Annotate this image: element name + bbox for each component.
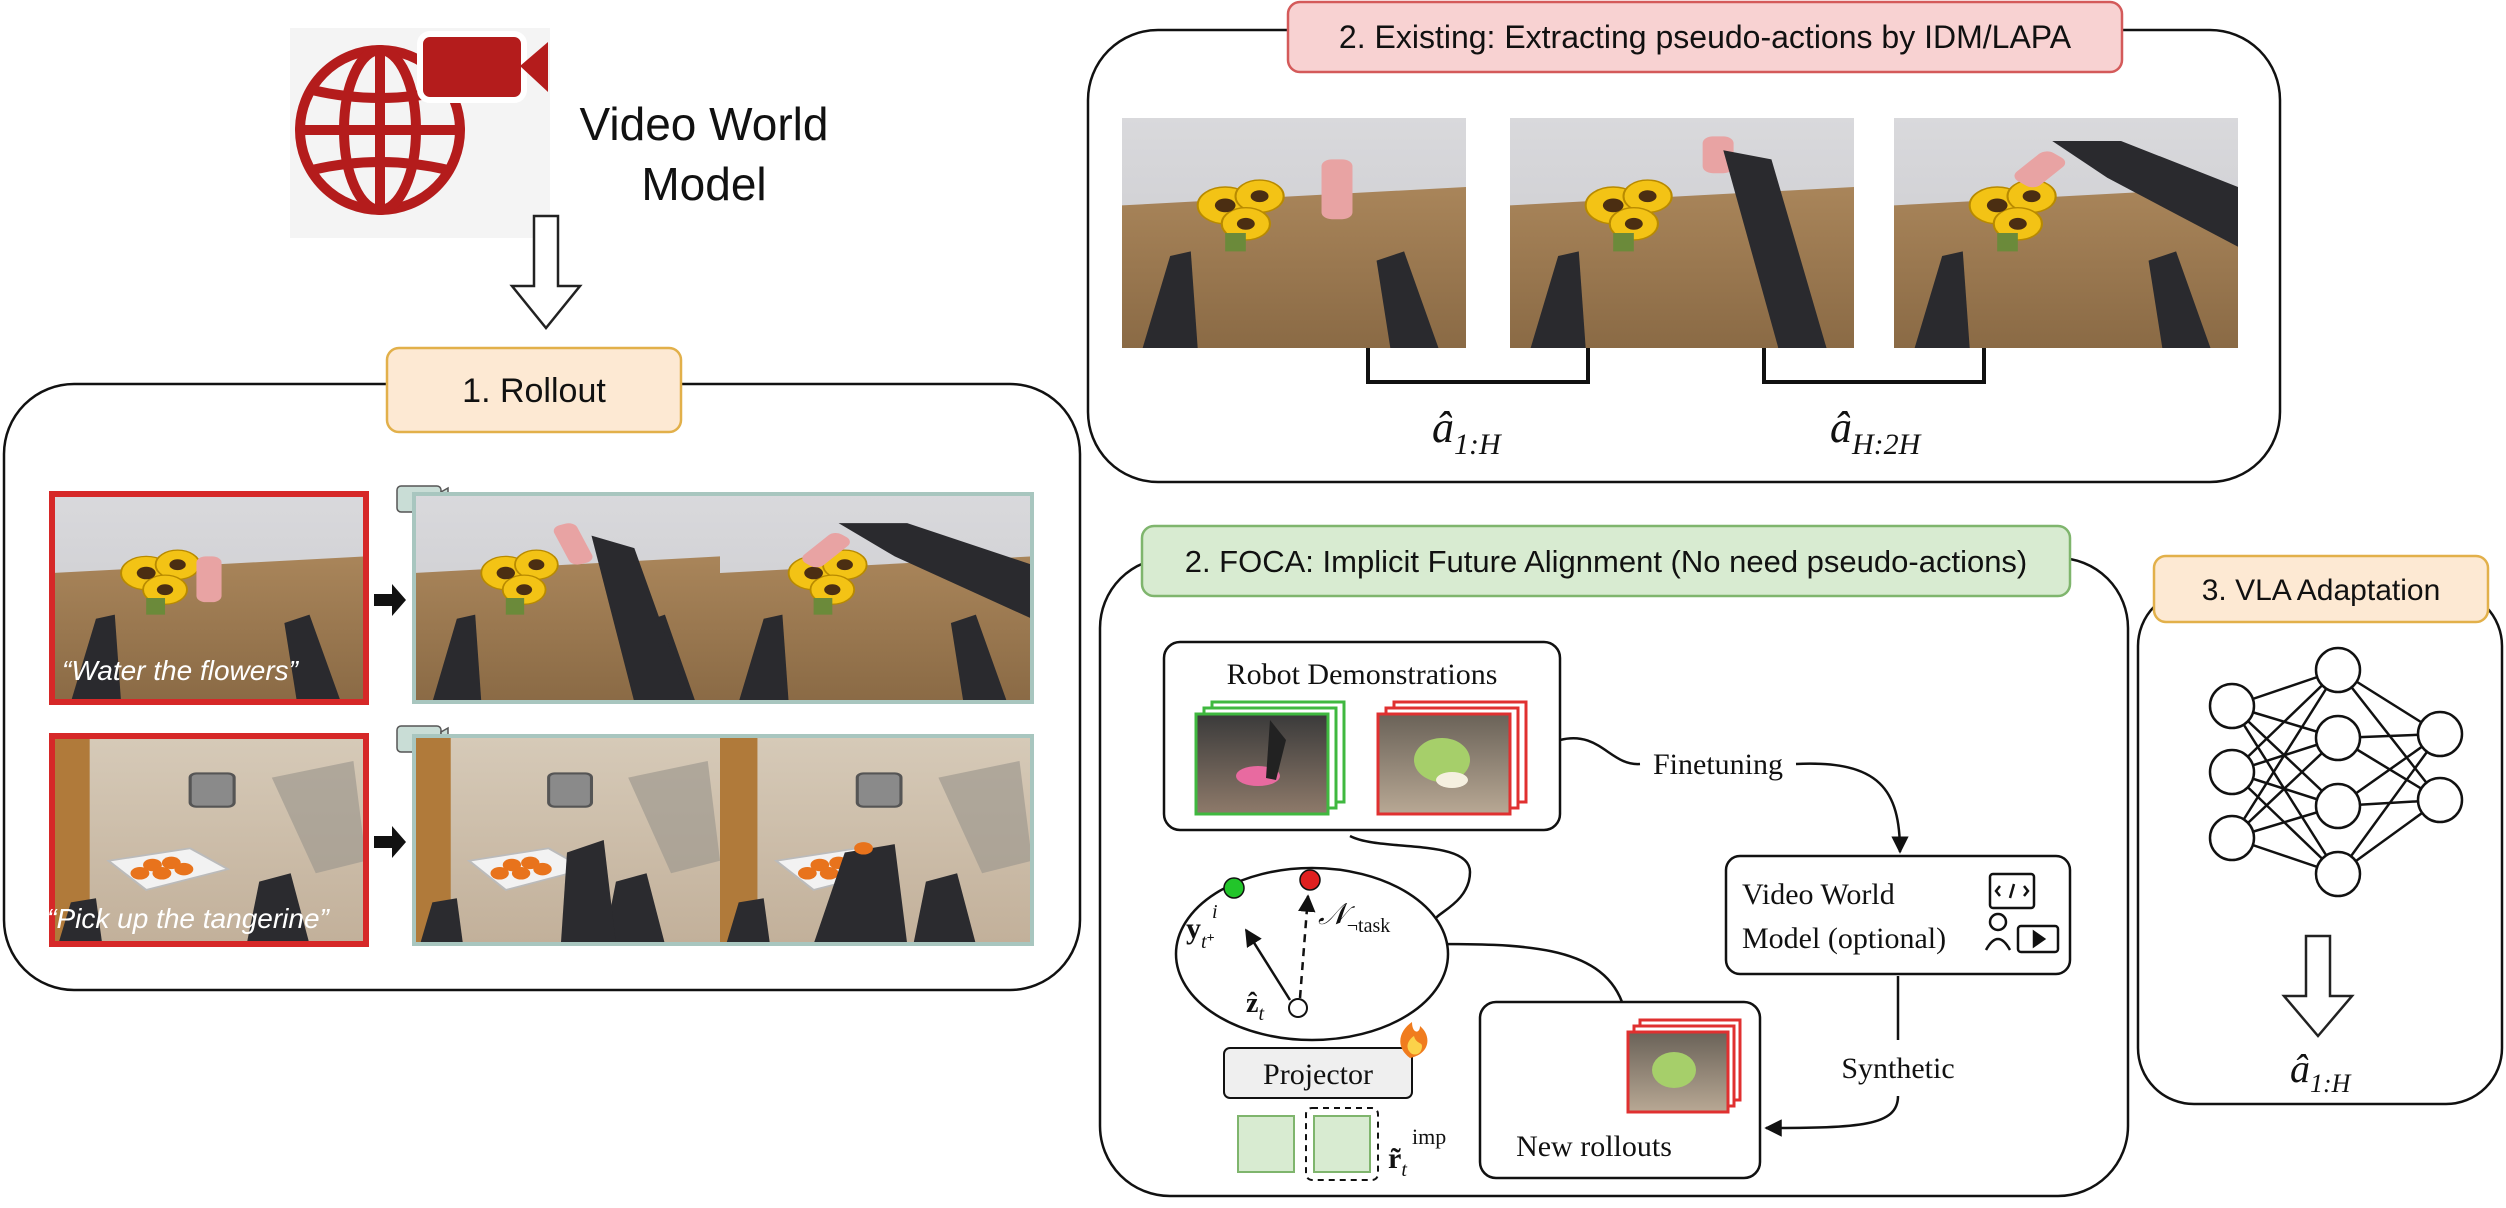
red-negative-dot [1299, 869, 1321, 891]
arrow-right-icon [374, 584, 406, 616]
arrow-right-icon-2 [374, 826, 406, 858]
demo-to-latent-connector [1349, 834, 1472, 919]
embedding-square-2 [1313, 1115, 1371, 1173]
world-model-icon [290, 28, 550, 238]
video-world-model-box[interactable] [1724, 854, 2072, 976]
vla-title: 3. VLA Adaptation [2202, 574, 2441, 607]
new-rollouts-label: New rollouts [1516, 1130, 1672, 1163]
foca-title-box [1140, 524, 2072, 598]
z-label: ẑt [1246, 988, 1264, 1025]
nn-node [2314, 646, 2362, 694]
nn-node [2208, 814, 2256, 862]
existing-action-1: â1:H [1432, 403, 1503, 461]
robot-demonstrations-label: Robot Demonstrations [1227, 658, 1498, 691]
projector-box[interactable] [1223, 1047, 1413, 1099]
prompt-image-1 [52, 494, 366, 702]
video-frame-1 [412, 492, 1034, 704]
vwm-label-line2: Model (optional) [1742, 922, 1946, 955]
nn-node [2208, 748, 2256, 796]
neural-network-icon [2208, 646, 2464, 898]
rollout-title-box [385, 346, 683, 434]
prompt-caption-1: “Water the flowers” [62, 655, 300, 686]
rollout-example-1: “Water the flowers” [49, 485, 1034, 705]
foca-title: 2. FOCA: Implicit Future Alignment (No n… [1185, 544, 2028, 579]
projector-label: Projector [1263, 1058, 1373, 1091]
vla-action: â1:H [2290, 1046, 2352, 1098]
positive-arrow [1244, 928, 1292, 1001]
existing-title-box [1286, 0, 2124, 74]
world-model-label-line2: Model [641, 158, 766, 210]
vwm-label-line1: Video World [1742, 878, 1895, 911]
bracket-2 [1762, 348, 1986, 384]
y-label: yt+ [1186, 912, 1215, 953]
video-frame-2 [412, 734, 1034, 946]
demo-stack-red [1376, 700, 1528, 816]
nn-edge [2231, 669, 2339, 773]
nn-node [2416, 710, 2464, 758]
prompt-caption-2: “Pick up the tangerine” [47, 903, 330, 934]
vla-down-arrow-icon [2281, 934, 2355, 1038]
world-model-label-line1: Video World [580, 98, 829, 150]
rollout-frame-2b [720, 736, 1032, 944]
rollout-example-2: “Pick up the tangerine” [47, 725, 1034, 947]
demo-stack-green [1194, 700, 1346, 816]
nn-edge [2230, 669, 2340, 839]
vla-title-box [2152, 554, 2490, 624]
nn-node [2314, 782, 2362, 830]
rollout-frame-2a [414, 736, 720, 944]
nn-edge [2231, 737, 2339, 839]
r-label: r̃t [1388, 1142, 1407, 1181]
developer-computer-icon [1984, 872, 2060, 954]
finetuning-arrow [1559, 737, 1900, 852]
negative-arrow [1298, 894, 1316, 999]
video-camera-icon [417, 31, 548, 103]
z-hat-point [1288, 998, 1308, 1018]
latent-space-ellipse [1174, 866, 1450, 1042]
existing-frame-1 [1122, 118, 1466, 348]
new-rollouts-stack [1626, 1018, 1742, 1114]
embedding-square-1 [1237, 1115, 1295, 1173]
synthetic-label: Synthetic [1841, 1052, 1954, 1085]
rollout-frame-1b [720, 494, 1032, 702]
bracket-1 [1366, 348, 1590, 384]
nn-node [2416, 776, 2464, 824]
rollout-frame-1a [414, 494, 720, 702]
nn-node [2314, 850, 2362, 898]
nn-node [2314, 714, 2362, 762]
y-label-sup: i [1212, 901, 1218, 923]
r-label-sup: imp [1412, 1124, 1446, 1149]
embedding-dashed-frame [1305, 1107, 1379, 1181]
nn-node [2208, 682, 2256, 730]
existing-title: 2. Existing: Extracting pseudo-actions b… [1339, 19, 2072, 55]
synthetic-arrow [1766, 976, 1900, 1128]
prompt-frame-2 [49, 733, 369, 947]
existing-frame-3 [1894, 118, 2238, 348]
flame-icon [1400, 1022, 1428, 1058]
down-arrow-icon [509, 214, 583, 330]
rollout-title: 1. Rollout [462, 372, 606, 410]
nn-edge [2336, 733, 2442, 875]
green-target-dot [1223, 877, 1245, 899]
existing-frame-2 [1510, 118, 1854, 348]
rollouts-to-latent-arrow [1426, 935, 1624, 1003]
prompt-frame-1 [49, 491, 369, 705]
existing-action-2: âH:2H [1830, 403, 1923, 461]
finetuning-label: Finetuning [1653, 748, 1783, 781]
